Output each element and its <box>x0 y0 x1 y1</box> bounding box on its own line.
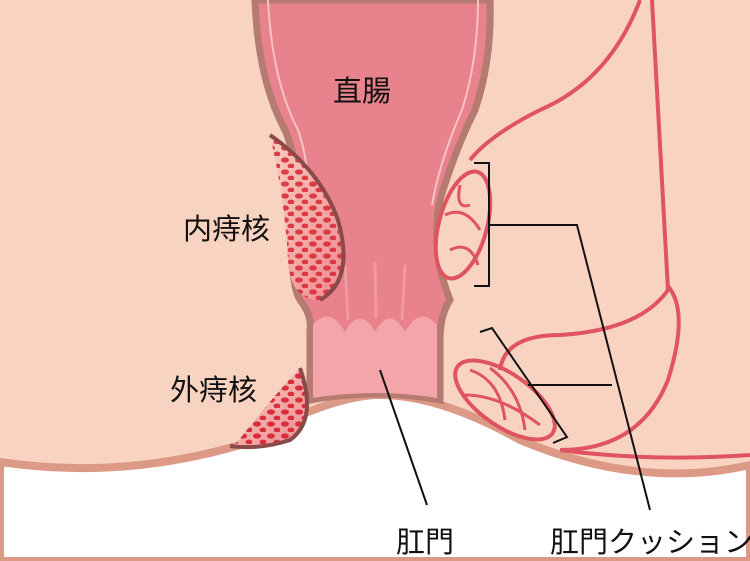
rectal-folds <box>343 261 407 321</box>
leader-lines <box>379 162 651 511</box>
label-anal-cushion: 肛門クッション <box>550 525 750 559</box>
label-anus: 肛門 <box>396 525 455 559</box>
label-rectum: 直腸 <box>333 74 392 108</box>
label-external-hemorrhoid: 外痔核 <box>170 373 258 407</box>
internal-hemorrhoid-drawing <box>268 133 346 302</box>
external-hemorrhoid-drawing <box>229 367 310 450</box>
anal-cushion-lower <box>453 358 557 442</box>
rectum-inner-highlight-right <box>431 0 479 206</box>
vessels <box>468 0 750 460</box>
anal-canal <box>313 316 437 398</box>
label-internal-hemorrhoid: 内痔核 <box>183 212 271 246</box>
anal-cushion-upper <box>433 169 493 281</box>
